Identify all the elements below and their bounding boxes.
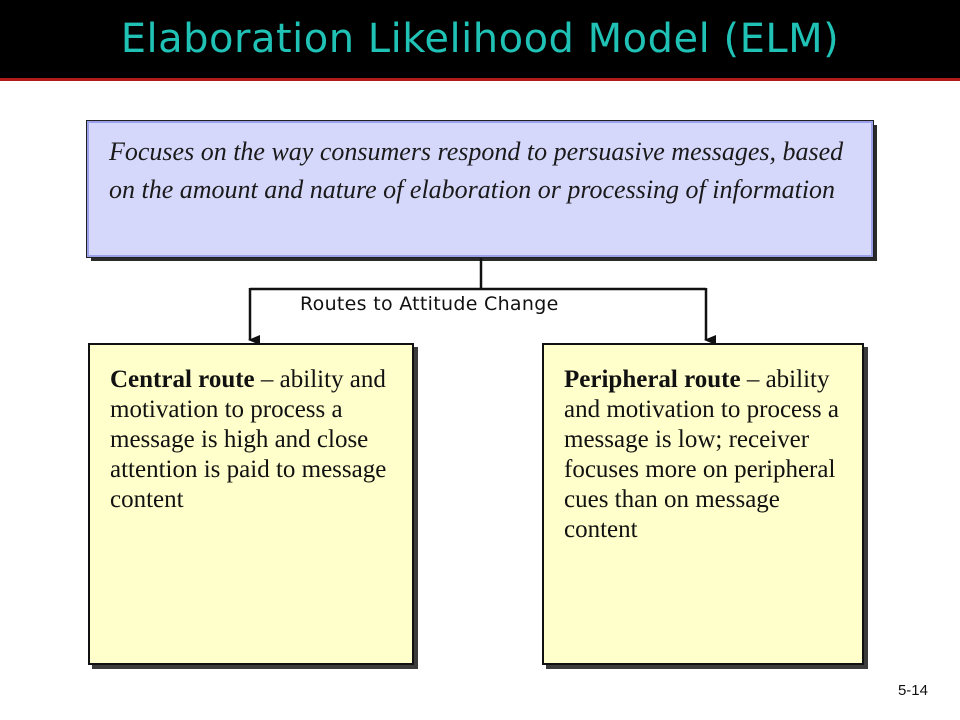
peripheral-route-box: Peripheral route – ability and motivatio… (542, 343, 864, 665)
slide-title: Elaboration Likelihood Model (ELM) (120, 16, 840, 62)
peripheral-route-description: ability and motivation to process a mess… (564, 366, 839, 543)
central-route-description: ability and motivation to process a mess… (110, 366, 387, 513)
routes-label: Routes to Attitude Change (300, 293, 559, 315)
title-bar (0, 0, 960, 78)
central-route-heading: Central route (110, 366, 255, 393)
central-route-dash: – (254, 366, 274, 393)
title-underline (0, 78, 960, 81)
slide-number: 5-14 (897, 682, 928, 699)
central-route-text: Central route – ability and motivation t… (110, 365, 400, 515)
peripheral-route-heading: Peripheral route (564, 366, 741, 393)
central-route-box: Central route – ability and motivation t… (88, 343, 414, 665)
definition-box: Focuses on the way consumers respond to … (86, 120, 874, 258)
peripheral-route-dash: – (740, 366, 760, 393)
peripheral-route-text: Peripheral route – ability and motivatio… (564, 365, 850, 545)
definition-text: Focuses on the way consumers respond to … (109, 137, 844, 204)
